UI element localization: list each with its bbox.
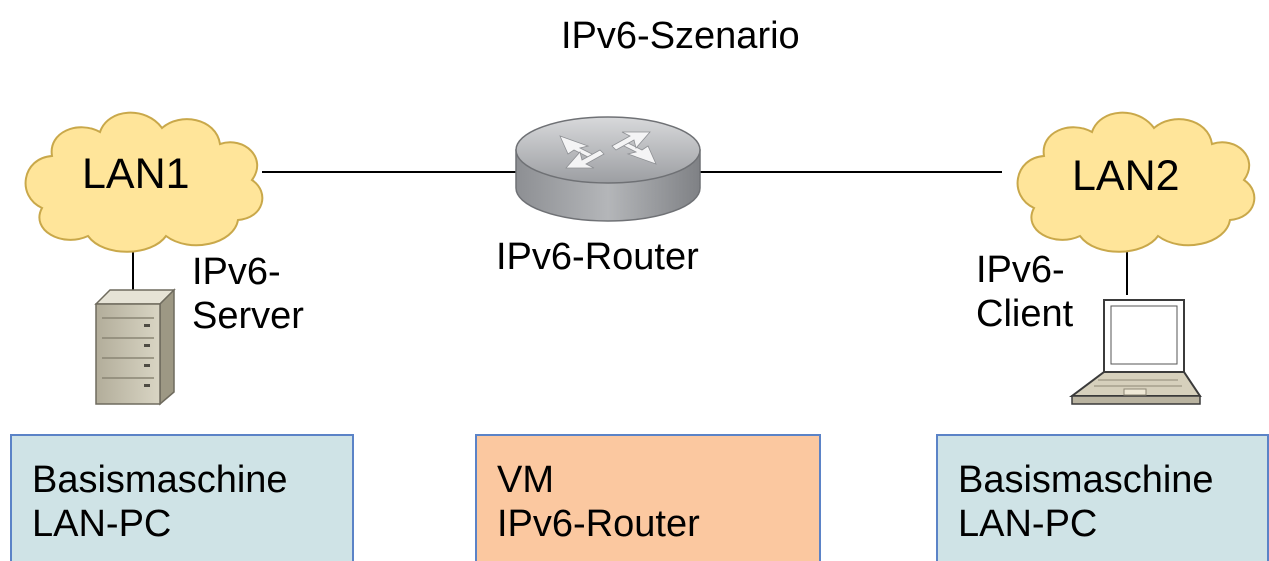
router-label: IPv6-Router bbox=[496, 236, 699, 278]
cloud-icon-lan1 bbox=[24, 111, 264, 253]
lan1-label: LAN1 bbox=[82, 150, 190, 198]
client-label: IPv6- Client bbox=[976, 248, 1073, 336]
box-right-line1: Basismaschine bbox=[958, 459, 1214, 501]
box-left-line1: Basismaschine bbox=[32, 459, 288, 501]
box-middle-vm: VM IPv6-Router bbox=[475, 434, 821, 561]
client-label-line2: Client bbox=[976, 293, 1074, 335]
router-icon bbox=[515, 116, 701, 222]
box-left-line2: LAN-PC bbox=[32, 503, 172, 545]
server-label-line1: IPv6- bbox=[192, 251, 281, 293]
box-left-basismaschine: Basismaschine LAN-PC bbox=[10, 434, 354, 561]
lan2-label: LAN2 bbox=[1072, 152, 1180, 200]
server-label-line2: Server bbox=[192, 295, 304, 337]
server-icon bbox=[94, 288, 176, 406]
laptop-icon bbox=[1069, 299, 1202, 405]
server-label: IPv6- Server bbox=[192, 250, 304, 338]
box-right-basismaschine: Basismaschine LAN-PC bbox=[936, 434, 1269, 561]
box-middle-line1: VM bbox=[497, 459, 554, 501]
diagram-title: IPv6-Szenario bbox=[561, 15, 800, 57]
cloud-icon-lan2 bbox=[1016, 111, 1256, 253]
client-label-line1: IPv6- bbox=[976, 249, 1065, 291]
box-middle-line2: IPv6-Router bbox=[497, 503, 700, 545]
box-right-line2: LAN-PC bbox=[958, 503, 1098, 545]
